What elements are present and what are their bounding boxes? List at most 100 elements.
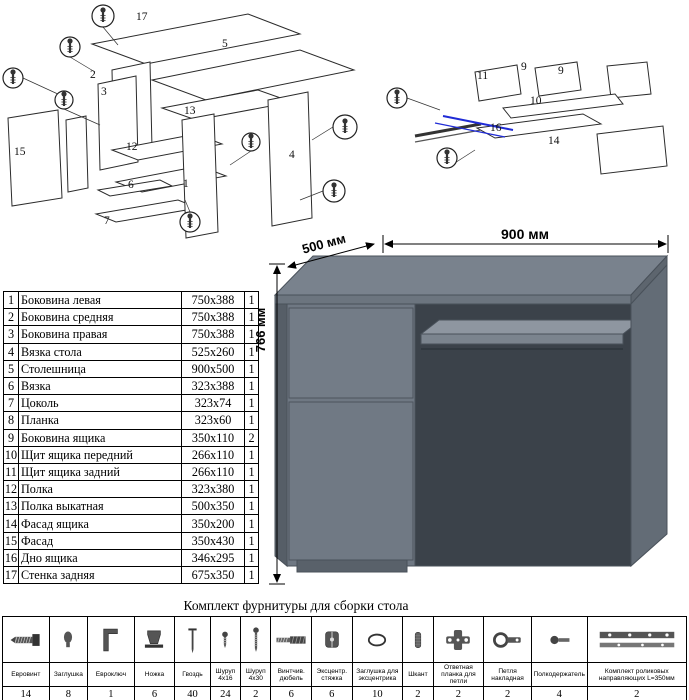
part-name: Полка выкатная	[18, 497, 182, 516]
part-qty: 1	[244, 548, 259, 568]
diagram-part-label: 7	[104, 215, 110, 227]
part-name: Цоколь	[18, 394, 182, 413]
wood-dowel-icon	[414, 631, 421, 648]
hardware-item-qty: 2	[240, 686, 272, 700]
diagram-part-label: 16	[490, 122, 502, 134]
part-name: Фасад	[18, 531, 182, 550]
part-size: 500x350	[181, 497, 245, 516]
part-size: 350x110	[181, 428, 245, 447]
part-number: 1	[3, 290, 19, 310]
part-name: Столешница	[18, 359, 182, 378]
diagram-part-label: 3	[101, 86, 107, 98]
part-number: 3	[3, 325, 19, 344]
diagram-part-label: 13	[184, 105, 196, 117]
part-size: 900x500	[181, 359, 245, 378]
part-size: 675x350	[181, 565, 245, 585]
diagram-part-label: 14	[548, 135, 560, 147]
part-name: Щит ящика задний	[18, 462, 182, 482]
cam-lock-icon	[325, 630, 339, 648]
part-number: 9	[3, 428, 19, 447]
part-name: Стенка задняя	[18, 565, 182, 585]
drawer-slide-icon	[599, 631, 675, 647]
part-size: 346x295	[181, 548, 245, 568]
part-number: 8	[3, 411, 19, 430]
hardware-item-qty: 2	[586, 686, 688, 700]
part-name: Щит ящика передний	[18, 445, 182, 464]
hardware-item-label: Гвоздь	[174, 662, 211, 687]
hardware-item-qty: 10	[351, 686, 404, 700]
part-size: 266x110	[181, 462, 245, 482]
drawer-exploded-diagram	[386, 61, 668, 175]
part-name: Планка	[18, 411, 182, 430]
part-name: Боковина ящика	[18, 428, 182, 447]
part-qty: 1	[244, 480, 259, 499]
hardware-item-label: Комплект роликовых направляющих L=350мм	[586, 662, 688, 687]
part-number: 4	[3, 342, 19, 361]
depth-dimension	[287, 242, 375, 269]
part-size: 323x74	[181, 394, 245, 413]
hardware-kit-title: Комплект фурнитуры для сборки стола	[183, 598, 409, 613]
foot-icon	[145, 630, 164, 648]
part-number: 11	[3, 462, 19, 482]
diagram-part-label: 4	[289, 149, 295, 161]
width-dimension	[382, 235, 669, 253]
part-qty: 1	[244, 342, 259, 361]
hardware-item-qty: 6	[270, 686, 313, 700]
shelf-support-icon	[550, 635, 570, 644]
part-size: 350x430	[181, 531, 245, 550]
hardware-item-label: Шуруп 4x16	[209, 662, 242, 687]
hardware-item-qty: 6	[133, 686, 176, 700]
hardware-item-qty: 2	[402, 686, 434, 700]
cam-cap-icon	[368, 633, 387, 646]
part-qty: 1	[244, 445, 259, 464]
part-size: 323x388	[181, 376, 245, 396]
hardware-item-label: Заглушка	[48, 662, 89, 687]
diagram-part-label: 5	[222, 38, 228, 50]
part-name: Полка	[18, 480, 182, 499]
diagram-part-label: 11	[477, 70, 489, 82]
hardware-item-label: Полкодержатель	[530, 662, 588, 687]
hardware-item-label: Шуруп 4x30	[240, 662, 272, 687]
hardware-item-label: Винтчив. дюбель	[270, 662, 313, 687]
part-qty: 1	[244, 462, 259, 482]
hardware-item-label: Петля накладная	[483, 662, 532, 687]
hardware-item-label: Эксцентр. стяжка	[311, 662, 353, 687]
part-size: 350x200	[181, 514, 245, 533]
part-size: 750x388	[181, 325, 245, 344]
part-name: Фасад ящика	[18, 514, 182, 533]
part-number: 7	[3, 394, 19, 413]
part-number: 17	[3, 565, 19, 585]
hardware-item-qty: 1	[87, 686, 135, 700]
part-qty: 1	[244, 290, 259, 310]
part-size: 750x388	[181, 308, 245, 327]
hardware-item-qty: 24	[209, 686, 242, 700]
part-qty: 2	[244, 428, 259, 447]
hardware-labels-row: Евровинт Заглушка Евроключ Ножка Гвоздь …	[2, 662, 688, 687]
part-name: Вязка	[18, 376, 182, 396]
hinge-icon	[492, 631, 521, 648]
nail-icon	[188, 627, 197, 653]
diagram-part-label: 15	[14, 146, 26, 158]
part-qty: 1	[244, 308, 259, 327]
part-size: 750x388	[181, 290, 245, 310]
desk-illustration: 900 мм 500 мм 766 мм	[255, 228, 669, 585]
part-qty: 1	[244, 411, 259, 430]
hardware-item-qty: 4	[530, 686, 588, 700]
diagram-part-label: 12	[126, 141, 138, 153]
diagram-part-label: 17	[136, 11, 148, 23]
hardware-item-qty: 14	[2, 686, 50, 700]
desk-exploded-diagram	[2, 4, 358, 239]
part-qty: 1	[244, 394, 259, 413]
